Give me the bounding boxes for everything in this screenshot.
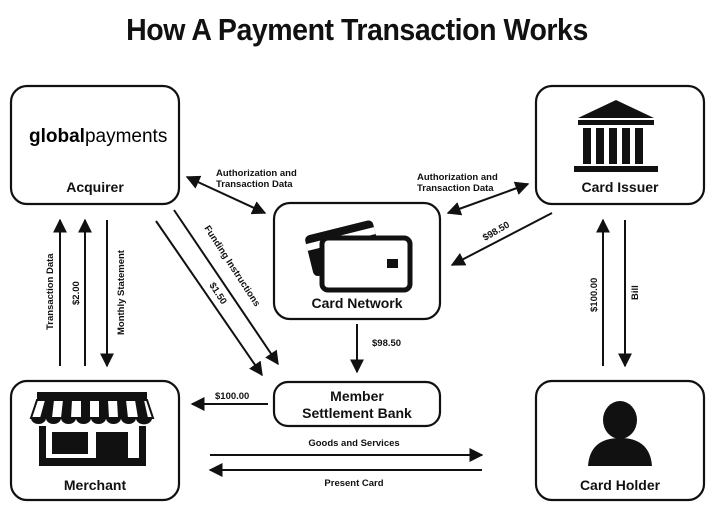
card-issuer-node: Card Issuer bbox=[534, 84, 706, 206]
issuer-network-arrow bbox=[446, 181, 530, 216]
global-payments-logo: globalpayments bbox=[29, 126, 167, 147]
card-network-node: Card Network bbox=[272, 201, 442, 321]
issuer-to-network-arrow bbox=[450, 212, 553, 266]
transaction-data-label: Transaction Data bbox=[45, 253, 56, 330]
merchant-node: Merchant bbox=[9, 379, 181, 502]
bill-label: Bill bbox=[630, 285, 641, 300]
storefront-icon bbox=[29, 392, 155, 466]
funding-amount-arrow bbox=[155, 220, 263, 377]
bank-building-icon bbox=[574, 100, 658, 172]
present-card-label: Present Card bbox=[324, 478, 383, 489]
holder-to-issuer-amount: $100.00 bbox=[589, 278, 600, 312]
settlement-bank-label-line1: Member bbox=[330, 388, 384, 404]
settlement-bank-node: Member Settlement Bank bbox=[272, 380, 442, 428]
issuer-network-label-line2: Transaction Data bbox=[417, 183, 494, 194]
merchant-label: Merchant bbox=[64, 477, 127, 493]
card-network-label: Card Network bbox=[311, 295, 402, 311]
settlement-bank-label-line2: Settlement Bank bbox=[302, 405, 412, 421]
credit-cards-icon bbox=[305, 220, 413, 293]
page-title: How A Payment Transaction Works bbox=[126, 12, 588, 47]
person-icon bbox=[588, 401, 652, 466]
monthly-statement-label: Monthly Statement bbox=[116, 249, 127, 335]
network-to-bank-amount: $98.50 bbox=[372, 338, 401, 349]
issuer-network-label-line1: Authorization and bbox=[417, 172, 498, 183]
bank-to-merchant-amount: $100.00 bbox=[215, 391, 249, 402]
acquirer-node: globalpayments Acquirer bbox=[9, 84, 181, 206]
card-issuer-label: Card Issuer bbox=[581, 179, 659, 195]
funding-instructions-arrow bbox=[173, 209, 279, 366]
acquirer-network-arrow bbox=[185, 175, 267, 215]
acquirer-network-label-line1: Authorization and bbox=[216, 168, 297, 179]
merchant-fee-label: $2.00 bbox=[71, 281, 82, 305]
card-holder-node: Card Holder bbox=[534, 379, 706, 502]
acquirer-network-label-line2: Transaction Data bbox=[216, 179, 293, 190]
card-holder-label: Card Holder bbox=[580, 477, 661, 493]
issuer-to-network-amount: $98.50 bbox=[481, 220, 512, 244]
goods-and-services-label: Goods and Services bbox=[308, 438, 399, 449]
acquirer-label: Acquirer bbox=[66, 179, 124, 195]
